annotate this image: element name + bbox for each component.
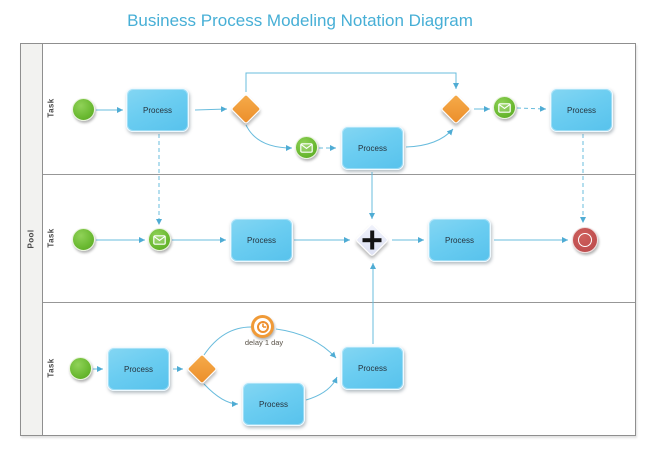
process-node: Process [341,126,404,170]
lane-label-top: Task [46,98,56,118]
process-node: Process [126,88,189,132]
message-envelope-icon [300,142,313,153]
process-node: Process [107,347,170,391]
end-event [572,227,598,253]
start-event [72,228,95,251]
pool-label: Pool [26,229,36,249]
process-node: Process [242,382,305,426]
process-node: Process [428,218,491,262]
parallel-gateway [355,223,389,257]
process-label: Process [445,235,474,245]
end-event-ring [578,233,592,247]
process-label: Process [259,399,288,409]
lane-divider [43,174,635,175]
exclusive-gateway [186,353,218,385]
message-envelope-icon [153,234,166,245]
message-event [148,228,171,251]
process-label: Process [358,363,387,373]
process-node: Process [341,346,404,390]
message-event [493,96,516,119]
diagram-title: Business Process Modeling Notation Diagr… [127,11,473,30]
pool-header [21,44,43,435]
timer-label: delay 1 day [244,338,284,347]
start-event [72,98,95,121]
timer-clock-icon [256,320,269,333]
message-event [295,136,318,159]
process-label: Process [247,235,276,245]
process-label: Process [124,364,153,374]
lane-label-middle: Task [46,228,56,248]
lane-label-bottom: Task [46,358,56,378]
lane-divider [43,302,635,303]
process-label: Process [143,105,172,115]
start-event [69,357,92,380]
exclusive-gateway [230,93,262,125]
timer-event [251,315,274,338]
process-node: Process [230,218,293,262]
parallel-plus-icon [370,230,374,250]
exclusive-gateway [440,93,472,125]
message-envelope-icon [498,102,511,113]
process-label: Process [358,143,387,153]
process-node: Process [550,88,613,132]
process-label: Process [567,105,596,115]
